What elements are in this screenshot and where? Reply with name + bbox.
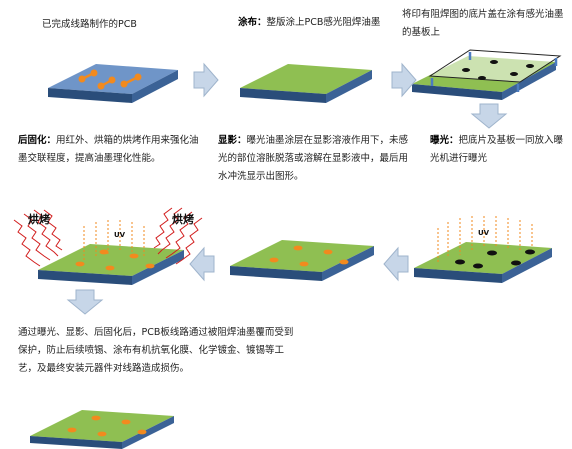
step-4-title: 曝光： <box>430 135 459 146</box>
finished-pads <box>67 415 147 437</box>
film-mask-dots <box>462 60 534 80</box>
cured-pads <box>75 249 155 271</box>
step-7-caption: 通过曝光、显影、后固化后，PCB板线路通过被阻焊油墨覆而受到保护，防止后续喷锡、… <box>18 327 294 374</box>
right-arrow-icon <box>193 62 219 98</box>
step-5-title: 显影： <box>218 135 247 146</box>
uv-label-a: UV <box>114 231 126 239</box>
uv-light-icon <box>83 220 145 262</box>
down-arrow-icon <box>470 103 508 129</box>
step-5-caption: 显影：曝光油墨涂层在显影溶液作用下，未感光的部位溶胀脱落或溶解在显影液中，最后用… <box>218 135 409 182</box>
uv-light-icon <box>437 216 533 262</box>
board-coated <box>240 64 372 103</box>
down-arrow-icon <box>66 289 104 315</box>
board-film-cover <box>412 49 562 100</box>
step-3-caption: 将印有阻焊图的底片盖在涂有感光油墨的基板上 <box>402 9 564 38</box>
uv-label-b: UV <box>478 229 490 237</box>
step-2-title: 涂布： <box>238 17 267 28</box>
step-2-caption: 涂布：整版涂上PCB感光阻焊油墨 <box>238 17 381 28</box>
step-6-caption: 后固化：用红外、烘箱的烘烤作用来强化油墨交联程度，提高油墨理化性能。 <box>18 135 199 164</box>
board-developed <box>230 240 374 281</box>
developed-pads <box>269 245 349 267</box>
step-4-caption: 曝光：把底片及基板一同放入曝光机进行曝光 <box>430 135 564 164</box>
left-arrow-icon <box>189 246 215 282</box>
copper-traces <box>78 69 142 90</box>
exposure-mask-dots <box>455 249 535 269</box>
bake-label-right: 烘烤 <box>172 212 194 226</box>
bake-label-left: 烘烤 <box>28 212 50 226</box>
left-arrow-icon <box>383 246 409 282</box>
right-arrow-icon <box>391 62 417 98</box>
board-finished <box>30 410 174 449</box>
board-bare-pcb <box>48 64 178 103</box>
board-post-cure <box>13 207 203 285</box>
heat-wave-icon <box>13 207 203 267</box>
step-1-caption: 已完成线路制作的PCB <box>42 19 137 30</box>
board-exposure <box>414 216 552 283</box>
step-6-title: 后固化： <box>18 135 57 146</box>
